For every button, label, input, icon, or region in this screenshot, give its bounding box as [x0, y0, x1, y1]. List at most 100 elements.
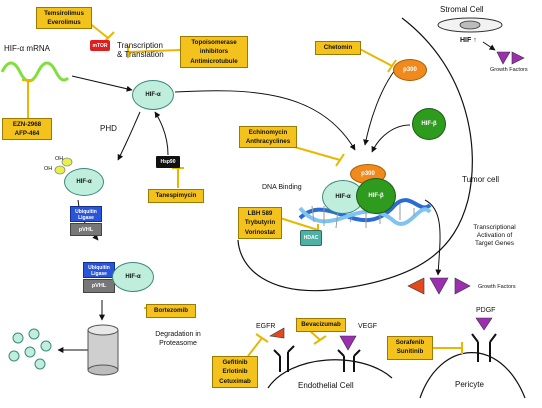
hif-alpha-label: HIF-α	[125, 274, 141, 280]
growth-factor-mid-red	[407, 277, 425, 295]
drug-name: LBH 589	[247, 210, 273, 217]
stromal-cell-label: Stromal Cell	[440, 5, 484, 14]
egfr-label: EGFR	[256, 323, 276, 330]
transcription-line-1: Transcription	[117, 41, 163, 50]
hif-alpha-label: HIF-α	[335, 194, 351, 200]
drug-name: Chetomin	[323, 44, 353, 51]
degradation-line-2: Proteasome	[159, 340, 197, 347]
ubiquitin-line-1: Ubiquitin	[75, 209, 97, 215]
arrow-dna-to-genes	[424, 199, 442, 276]
oh-label-2: OH	[44, 166, 53, 172]
transcription-label: Transcription & Translation	[117, 41, 164, 59]
degradation-line-1: Degradation in	[155, 331, 201, 338]
phd-label: PHD	[100, 124, 117, 133]
pdgf-receptor	[471, 333, 497, 362]
endothelial-cell-label: Endothelial Cell	[298, 381, 354, 390]
hif-beta-complex: HIF-β	[356, 178, 396, 214]
oh-label-1: OH	[55, 156, 64, 162]
drug-name: Temsirolimus	[44, 10, 84, 17]
arrow-hifb-to-complex	[371, 124, 411, 153]
arrow-mrna-to-hif	[71, 75, 133, 92]
drug-box-ezn: EZN-2968 AFP-464	[2, 118, 52, 140]
drug-name: Antimicrotubule	[190, 57, 238, 65]
hdac-badge: HDAC	[300, 230, 322, 246]
vegf-label: VEGF	[358, 323, 378, 330]
pdgf-ligand	[475, 317, 493, 331]
hif-up-label: HIF ↑	[460, 37, 477, 44]
hif-alpha-cytoplasm: HIF-α	[132, 80, 174, 110]
hif-alpha-label: HIF-α	[145, 92, 161, 98]
arrow-p300-to-complex	[363, 69, 396, 146]
drug-name: Topoisomerase	[191, 39, 237, 46]
growth-factor-mid-purple-1	[429, 277, 449, 295]
drug-name: Sunitinib	[396, 348, 424, 356]
dna-helix	[298, 198, 432, 229]
drug-name: Erlotinib	[222, 368, 248, 376]
hif-mrna-label: HIF-α mRNA	[4, 44, 50, 53]
drug-name: Vorinostat	[244, 228, 276, 236]
arrow-stromal-hif	[482, 41, 496, 51]
hif-alpha-ubiquitinated: HIF-α	[112, 262, 154, 292]
drug-name: Bevacizumab	[301, 321, 341, 328]
drug-name: Anthracyclines	[245, 138, 291, 146]
drug-box-bortezomib: Bortezomib	[146, 304, 196, 318]
drug-name: Cetuximab	[219, 377, 251, 385]
pdgf-label: PDGF	[476, 307, 496, 314]
mtor-badge: mTOR	[90, 40, 110, 51]
transcription-line-2: & Translation	[117, 50, 164, 59]
drug-box-echinomycin: Echinomycin Anthracyclines	[239, 126, 297, 148]
oh-group-2	[54, 165, 66, 175]
p300-free: p300	[393, 59, 427, 81]
endothelial-cell-membrane	[267, 359, 393, 389]
growth-factor-top-1	[496, 51, 511, 65]
hif-beta-label: HIF-β	[421, 121, 437, 127]
drug-box-topoisomerase: Topoisomerase inhibitors Antimicrotubule	[180, 36, 248, 68]
drug-box-temsirolimus: Temsirolimus Everolimus	[36, 7, 92, 29]
growth-factor-top-2	[511, 51, 525, 65]
drug-box-tanespimycin: Tanespimycin	[148, 189, 204, 203]
drug-box-chetomin: Chetomin	[315, 41, 361, 55]
hsp90-badge: Hsp90	[156, 156, 180, 168]
egfr-ligand	[269, 327, 285, 339]
drug-name: EZN-2968	[12, 121, 42, 128]
p300-label: p300	[403, 67, 417, 73]
growth-factor-mid-purple-2	[454, 277, 471, 295]
pvhl-label: pVHL	[91, 283, 107, 289]
egfr-receptor	[273, 345, 295, 372]
ubiquitin-line-2: Ligase	[78, 215, 94, 221]
ubiquitin-line-1: Ubiquitin	[88, 265, 110, 271]
drug-name: inhibitors	[199, 48, 229, 56]
pericyte-label: Pericyte	[455, 380, 484, 389]
transcriptional-activation-label: Transcriptional Activation of Target Gen…	[457, 224, 532, 248]
hif-beta-free: HIF-β	[412, 108, 446, 140]
ubiquitin-ligase-1: Ubiquitin Ligase	[70, 206, 102, 222]
drug-box-bevacizumab: Bevacizumab	[296, 318, 346, 332]
drug-name: Everolimus	[47, 19, 81, 27]
vegf-ligand	[339, 335, 357, 351]
hsp90-label: Hsp90	[160, 159, 176, 165]
degradation-label: Degradation in Proteasome	[150, 330, 206, 348]
drug-name: Sorafenib	[395, 339, 425, 346]
tx-act-line-1: Transcriptional	[473, 224, 516, 231]
hif-alpha-complex: HIF-α	[322, 180, 364, 214]
drug-name: AFP-464	[14, 130, 40, 138]
drug-name: Trybutyrin	[244, 219, 276, 227]
proteasome-cylinder	[87, 324, 119, 376]
arrow-hif-to-complex	[174, 90, 356, 151]
pvhl-badge-2: pVHL	[83, 279, 115, 293]
pericyte-membrane	[419, 352, 526, 399]
hif-alpha-hydroxylated: HIF-α	[64, 168, 104, 196]
tx-act-line-3: Target Genes	[474, 240, 515, 247]
drug-name: Gefitinib	[222, 359, 248, 366]
drug-name: Tanespimycin	[155, 192, 197, 199]
degraded-fragments	[8, 328, 52, 370]
ubiquitin-line-2: Ligase	[91, 271, 107, 277]
drug-box-lbh: LBH 589 Trybutyrin Vorinostat	[238, 207, 282, 239]
ubiquitin-ligase-2: Ubiquitin Ligase	[83, 262, 115, 278]
drug-box-gefitinib: Gefitinib Erlotinib Cetuximab	[212, 356, 258, 388]
arrow-hsp90-to-hif	[154, 111, 169, 156]
growth-factors-mid-label: Growth Factors	[478, 284, 516, 290]
vegf-receptor	[337, 349, 361, 372]
drug-box-sorafenib: Sorafenib Sunitinib	[387, 336, 433, 360]
